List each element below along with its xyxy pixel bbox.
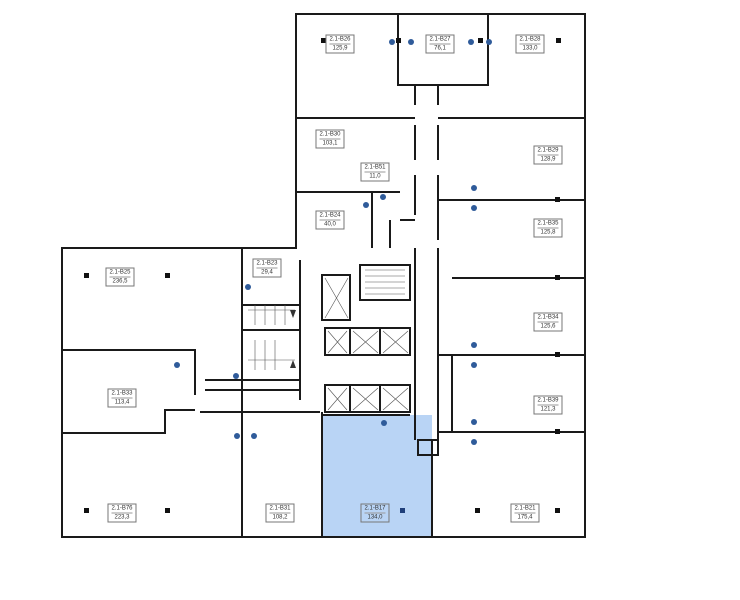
room-number: 2.1-B29	[537, 147, 559, 156]
room-area: 236,5	[112, 278, 128, 285]
walls	[61, 13, 586, 538]
room-number: 2.1-B21	[514, 505, 536, 514]
room-area: 40,0	[324, 221, 336, 228]
room-area: 223,3	[114, 514, 130, 521]
room-area: 175,4	[517, 514, 533, 521]
room-area: 133,0	[522, 45, 538, 52]
room-area: 128,9	[540, 156, 556, 163]
room-number: 2.1-B17	[364, 505, 386, 514]
room-area: 134,0	[367, 514, 383, 521]
room-number: 2.1-B76	[111, 505, 133, 514]
room-area: 108,2	[272, 514, 288, 521]
room-area: 76,1	[434, 45, 446, 52]
room-number: 2.1-B26	[329, 36, 351, 45]
room-area: 11,0	[369, 173, 381, 180]
room-number: 2.1-B35	[537, 220, 559, 229]
room-number: 2.1-B33	[111, 390, 133, 399]
room-area: 103,1	[322, 140, 338, 147]
room-number: 2.1-B34	[537, 314, 559, 323]
room-area: 29,4	[261, 269, 273, 276]
columns	[84, 38, 561, 513]
room-area: 113,4	[114, 399, 130, 406]
room-number: 2.1-B31	[269, 505, 291, 514]
room-number: 2.1-B24	[319, 212, 341, 221]
room-area: 121,3	[540, 406, 556, 413]
room-area: 125,8	[540, 229, 556, 236]
room-number: 2.1-B25	[109, 269, 131, 278]
room-number: 2.1-B30	[319, 131, 341, 140]
room-number: 2.1-B51	[364, 164, 386, 173]
room-number: 2.1-B23	[256, 260, 278, 269]
restroom-icon	[290, 310, 296, 368]
stair-and-elevator-details	[248, 269, 409, 411]
water-drop-icons	[174, 39, 492, 445]
room-area: 125,6	[540, 323, 556, 330]
room-area: 125,9	[332, 45, 348, 52]
room-number: 2.1-B27	[429, 36, 451, 45]
room-number: 2.1-B39	[537, 397, 559, 406]
room-number: 2.1-B28	[519, 36, 541, 45]
